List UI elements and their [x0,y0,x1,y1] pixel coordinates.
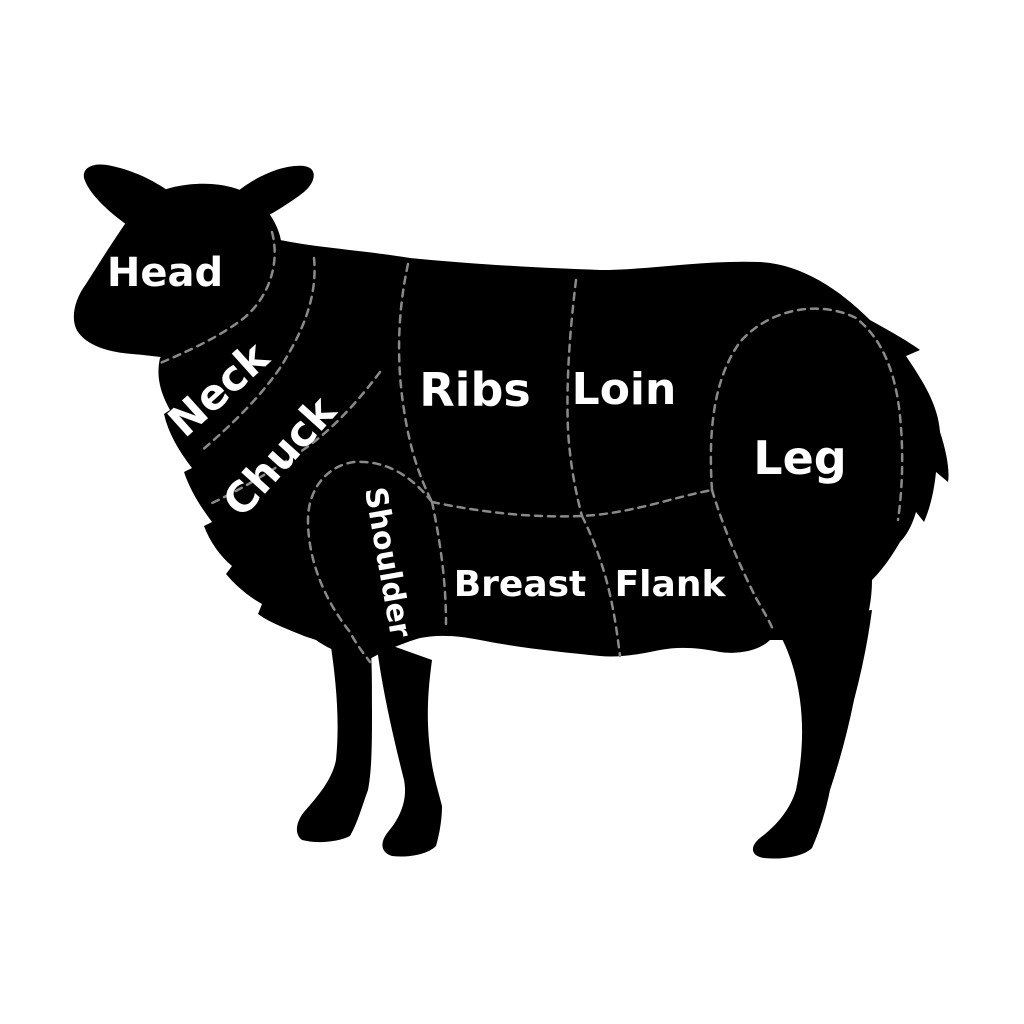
front-leg-near [296,640,372,843]
label-ribs: Ribs [419,363,531,417]
divider-ribs-loin [566,278,584,518]
divider-leg-flank [710,488,776,634]
sheep-silhouette [73,164,949,859]
divider-breast-lower [430,500,448,626]
divider-head-neck [156,230,276,366]
divider-chuck-shoulder [397,262,434,504]
divider-ribs-breast [430,488,714,518]
body-shape [158,240,949,660]
front-leg-far [376,640,442,857]
divider-neck-chuck [198,256,316,454]
divider-leg-outline [709,307,904,522]
label-leg: Leg [753,431,846,485]
label-breast: Breast [454,564,587,605]
divider-shoulder-outline [306,460,434,664]
label-head: Head [107,250,223,296]
divider-chuck-shoulder-low [208,370,382,506]
cut-divider-lines [156,230,904,664]
rear-leg [752,610,872,859]
label-flank: Flank [615,564,727,605]
label-loin: Loin [572,364,677,415]
divider-breast-flank [580,514,622,658]
